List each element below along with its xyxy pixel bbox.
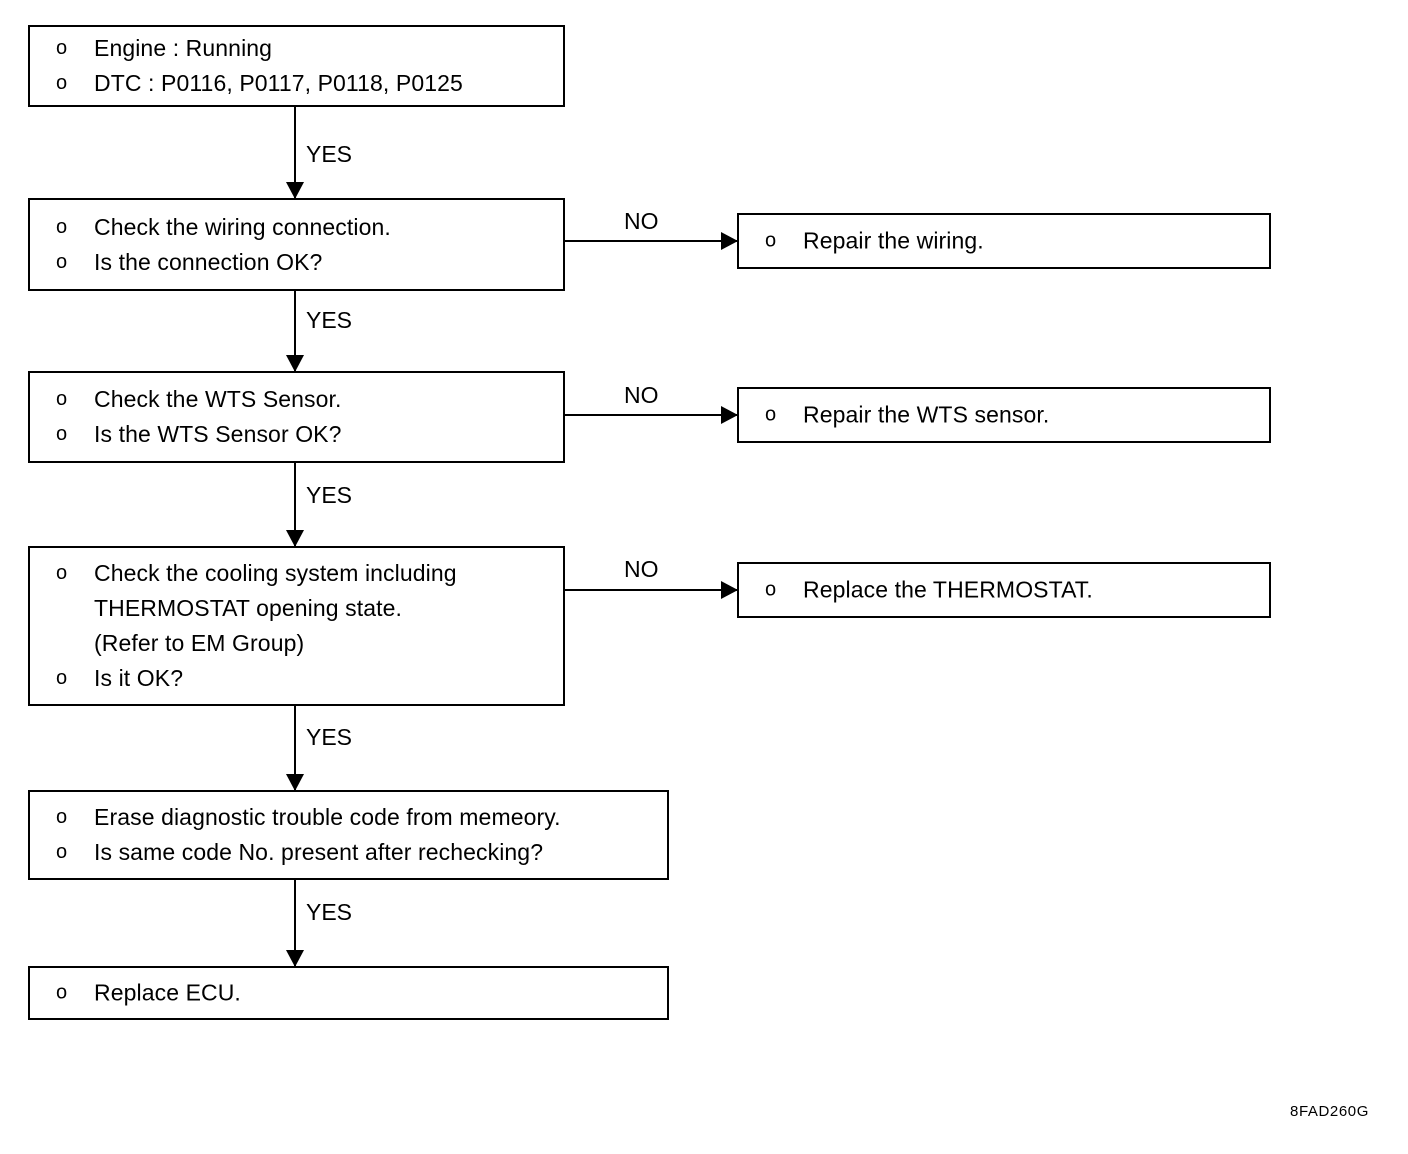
node-replace-ecu-line-1: Replace ECU.: [56, 976, 659, 1011]
node-condition-line-2: DTC : P0116, P0117, P0118, P0125: [56, 66, 555, 101]
arrowhead-down-icon: [286, 950, 304, 967]
node-condition-text: Engine : Running DTC : P0116, P0117, P01…: [56, 31, 555, 101]
node-repair-wts: Repair the WTS sensor.: [737, 387, 1271, 443]
connector-yes-5-label: YES: [306, 899, 353, 925]
node-check-cooling-line-4: Is it OK?: [56, 661, 555, 696]
arrowhead-down-icon: [286, 182, 304, 199]
arrowhead-down-icon: [286, 355, 304, 372]
connector-yes-2: [286, 291, 304, 372]
arrowhead-right-icon: [721, 406, 738, 424]
node-erase-code: Erase diagnostic trouble code from memeo…: [28, 790, 669, 880]
node-replace-ecu-text: Replace ECU.: [56, 976, 659, 1011]
node-check-cooling-line-2: THERMOSTAT opening state.: [94, 595, 403, 621]
connector-no-3: [565, 581, 738, 599]
node-check-wiring-line-2: Is the connection OK?: [56, 245, 555, 280]
connector-yes-1: [286, 107, 304, 199]
connector-yes-1-label: YES: [306, 141, 353, 167]
connector-yes-5: [286, 880, 304, 967]
node-check-wiring: Check the wiring connection. Is the conn…: [28, 198, 565, 291]
node-check-cooling: Check the cooling system including THERM…: [28, 546, 565, 706]
connector-yes-3-label: YES: [306, 482, 353, 508]
arrowhead-down-icon: [286, 530, 304, 547]
arrowhead-down-icon: [286, 774, 304, 791]
connector-no-1: [565, 232, 738, 250]
node-check-cooling-line-3: (Refer to EM Group): [94, 630, 305, 656]
arrowhead-right-icon: [721, 581, 738, 599]
node-check-cooling-line-1: Check the cooling system including: [56, 556, 555, 591]
connector-no-2: [565, 406, 738, 424]
connector-yes-4: [286, 706, 304, 791]
node-erase-code-text: Erase diagnostic trouble code from memeo…: [56, 800, 659, 870]
node-check-wts-text: Check the WTS Sensor. Is the WTS Sensor …: [56, 382, 555, 452]
connector-yes-3: [286, 463, 304, 547]
figure-code-label: 8FAD260G: [1290, 1103, 1370, 1120]
node-replace-thermostat: Replace the THERMOSTAT.: [737, 562, 1271, 618]
node-check-wiring-line-1: Check the wiring connection.: [56, 210, 555, 245]
connector-no-3-label: NO: [624, 556, 659, 582]
node-check-wts-line-2: Is the WTS Sensor OK?: [56, 417, 555, 452]
arrowhead-right-icon: [721, 232, 738, 250]
node-repair-wiring-line-1: Repair the wiring.: [765, 224, 1261, 259]
node-repair-wiring-text: Repair the wiring.: [765, 224, 1261, 259]
node-check-wts-line-1: Check the WTS Sensor.: [56, 382, 555, 417]
connector-no-2-label: NO: [624, 382, 659, 408]
connector-yes-4-label: YES: [306, 724, 353, 750]
node-replace-thermostat-text: Replace the THERMOSTAT.: [765, 573, 1261, 608]
node-repair-wiring: Repair the wiring.: [737, 213, 1271, 269]
node-condition: Engine : Running DTC : P0116, P0117, P01…: [28, 25, 565, 107]
node-check-cooling-text: Check the cooling system including THERM…: [56, 556, 555, 696]
node-condition-line-1: Engine : Running: [56, 31, 555, 66]
node-check-wiring-text: Check the wiring connection. Is the conn…: [56, 210, 555, 280]
node-erase-code-line-2: Is same code No. present after recheckin…: [56, 835, 659, 870]
connector-no-1-label: NO: [624, 208, 659, 234]
node-repair-wts-line-1: Repair the WTS sensor.: [765, 398, 1261, 433]
node-repair-wts-text: Repair the WTS sensor.: [765, 398, 1261, 433]
node-check-wts: Check the WTS Sensor. Is the WTS Sensor …: [28, 371, 565, 463]
node-replace-ecu: Replace ECU.: [28, 966, 669, 1020]
node-replace-thermostat-line-1: Replace the THERMOSTAT.: [765, 573, 1261, 608]
node-erase-code-line-1: Erase diagnostic trouble code from memeo…: [56, 800, 659, 835]
connector-yes-2-label: YES: [306, 307, 353, 333]
